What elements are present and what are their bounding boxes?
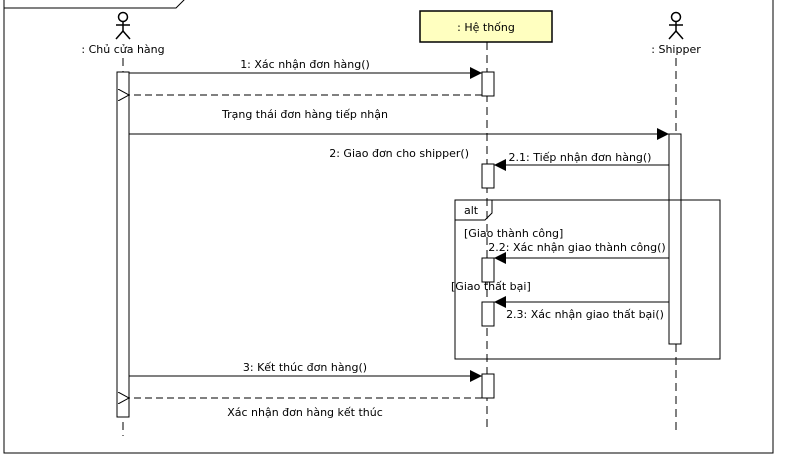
system-activation-3 xyxy=(481,257,495,283)
owner-label: : Chủ cửa hàng xyxy=(81,43,164,56)
message-2-2-label: 2.2: Xác nhận giao thành công() xyxy=(488,241,665,254)
lifeline-system[interactable]: : Hệ thống xyxy=(419,10,553,430)
message-1[interactable]: 1: Xác nhận đơn hàng() xyxy=(129,58,482,79)
system-activation-5 xyxy=(481,373,495,399)
system-head-box xyxy=(419,10,553,43)
lifeline-shipper[interactable]: : Shipper xyxy=(651,11,701,431)
message-2-3[interactable]: 2.3: Xác nhận giao thất bại() xyxy=(494,296,669,321)
lifeline-owner[interactable]: : Chủ cửa hàng xyxy=(81,11,165,437)
message-1-label: 1: Xác nhận đơn hàng() xyxy=(240,58,370,71)
alt-fragment: alt [Giao thành công] [Giao thất bại] xyxy=(451,199,721,360)
alt-guard-1: [Giao thành công] xyxy=(464,227,563,240)
return-1[interactable]: Trạng thái đơn hàng tiếp nhận xyxy=(129,95,482,121)
actor-icon xyxy=(115,11,131,40)
message-2-2[interactable]: 2.2: Xác nhận giao thành công() xyxy=(488,241,669,264)
owner-activation xyxy=(116,71,130,418)
system-label: : Hệ thống xyxy=(457,21,515,34)
message-2-1-label: 2.1: Tiếp nhận đơn hàng() xyxy=(509,151,652,164)
alt-operator: alt xyxy=(464,204,479,217)
return-3-label: Xác nhận đơn hàng kết thúc xyxy=(227,406,383,419)
message-2-label: 2: Giao đơn cho shipper() xyxy=(329,147,469,160)
return-1-label: Trạng thái đơn hàng tiếp nhận xyxy=(221,108,388,121)
message-3[interactable]: 3: Kết thúc đơn hàng() xyxy=(129,361,482,382)
return-3[interactable]: Xác nhận đơn hàng kết thúc xyxy=(129,398,482,419)
diagram-frame xyxy=(3,0,774,454)
system-activation-4 xyxy=(481,301,495,327)
message-2-1[interactable]: 2.1: Tiếp nhận đơn hàng() xyxy=(494,151,669,171)
system-activation-2 xyxy=(481,163,495,189)
message-2-3-label: 2.3: Xác nhận giao thất bại() xyxy=(506,308,664,321)
alt-guard-2: [Giao thất bại] xyxy=(451,280,531,293)
shipper-activation xyxy=(668,133,682,345)
message-2[interactable]: 2: Giao đơn cho shipper() xyxy=(129,128,669,160)
actor-icon xyxy=(668,11,684,40)
message-3-label: 3: Kết thúc đơn hàng() xyxy=(243,361,367,374)
shipper-label: : Shipper xyxy=(651,43,701,56)
system-activation-1 xyxy=(481,71,495,97)
